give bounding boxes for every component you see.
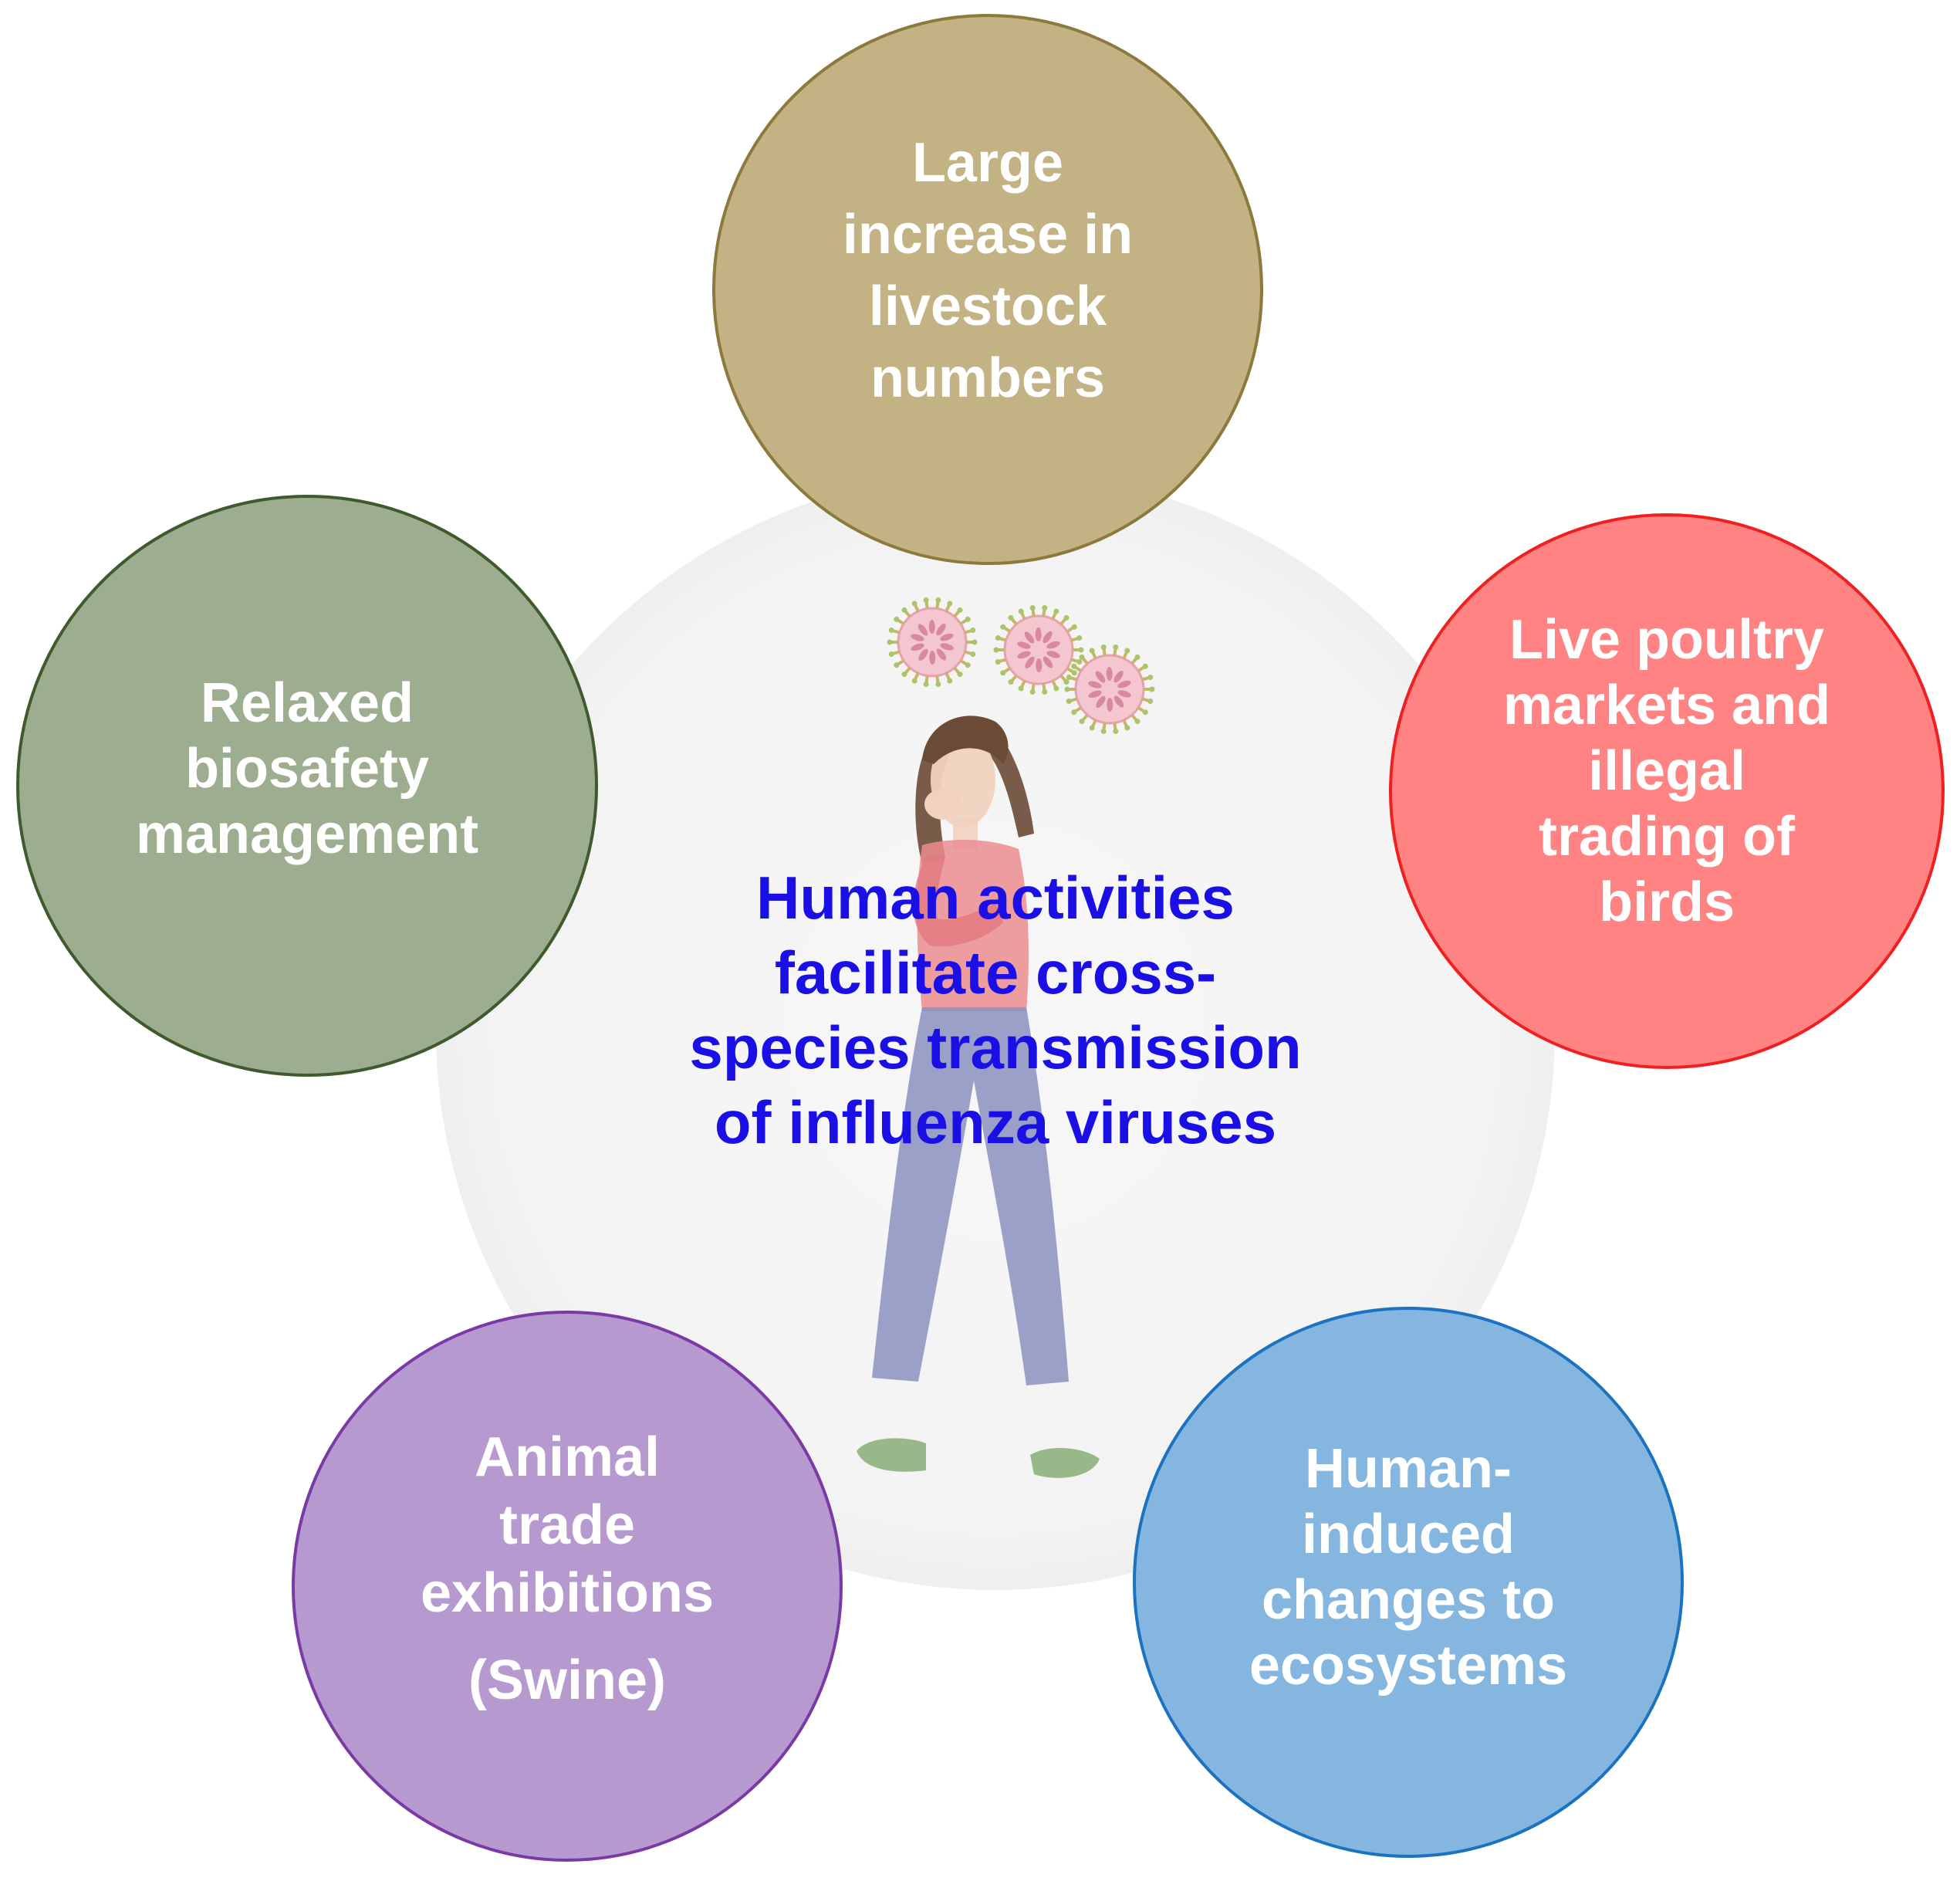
node-circle-poultry [1389,513,1945,1069]
node-label-line: numbers [870,347,1105,409]
virus-group [887,597,1155,734]
center-title: Human activities facilitate cross-species… [689,864,1301,1156]
node-label-line: Human- [1305,1438,1512,1500]
node-circle-biosafety [16,495,598,1077]
node-label-line: Relaxed [201,672,414,734]
node-circle-exhibitions [292,1311,843,1862]
node-label-line: management [136,803,478,865]
node-livestock: Large increase in livestock numbers [712,14,1263,565]
node-label-line: Large [912,132,1063,194]
node-label-line: ecosystems [1249,1635,1567,1697]
node-label-line: livestock [869,276,1107,337]
node-label-line: biosafety [185,738,429,800]
center-title-line: of influenza viruses [715,1088,1276,1156]
influenza-virus-icon [993,605,1084,695]
node-circle-livestock [712,14,1263,565]
node-label-livestock: Large increase in livestock numbers [843,132,1133,409]
center-title-line: Human activities [756,864,1235,932]
node-label-line: Live poultry [1509,609,1824,671]
node-label-line: trading of [1539,806,1796,868]
center-title-line: facilitate cross- [775,939,1216,1006]
node-label-line: markets and [1503,675,1830,736]
node-label-line: exhibitions [421,1562,714,1624]
node-label-line: induced [1302,1504,1515,1565]
node-circle-ecosystems [1133,1307,1684,1858]
influenza-virus-icon [887,597,978,687]
influenza-virus-icon [1064,644,1155,734]
node-label-line: (Swine) [468,1649,666,1711]
node-label-line: trade [499,1494,635,1556]
node-label-line: changes to [1262,1569,1555,1631]
node-label-line: illegal [1588,740,1745,802]
center-title-line: species transmission [689,1013,1301,1081]
node-label-line: increase in [843,204,1133,266]
coughing-person-icon [857,716,1100,1478]
node-label-line: birds [1599,871,1735,933]
node-label-line: Animal [475,1426,660,1488]
